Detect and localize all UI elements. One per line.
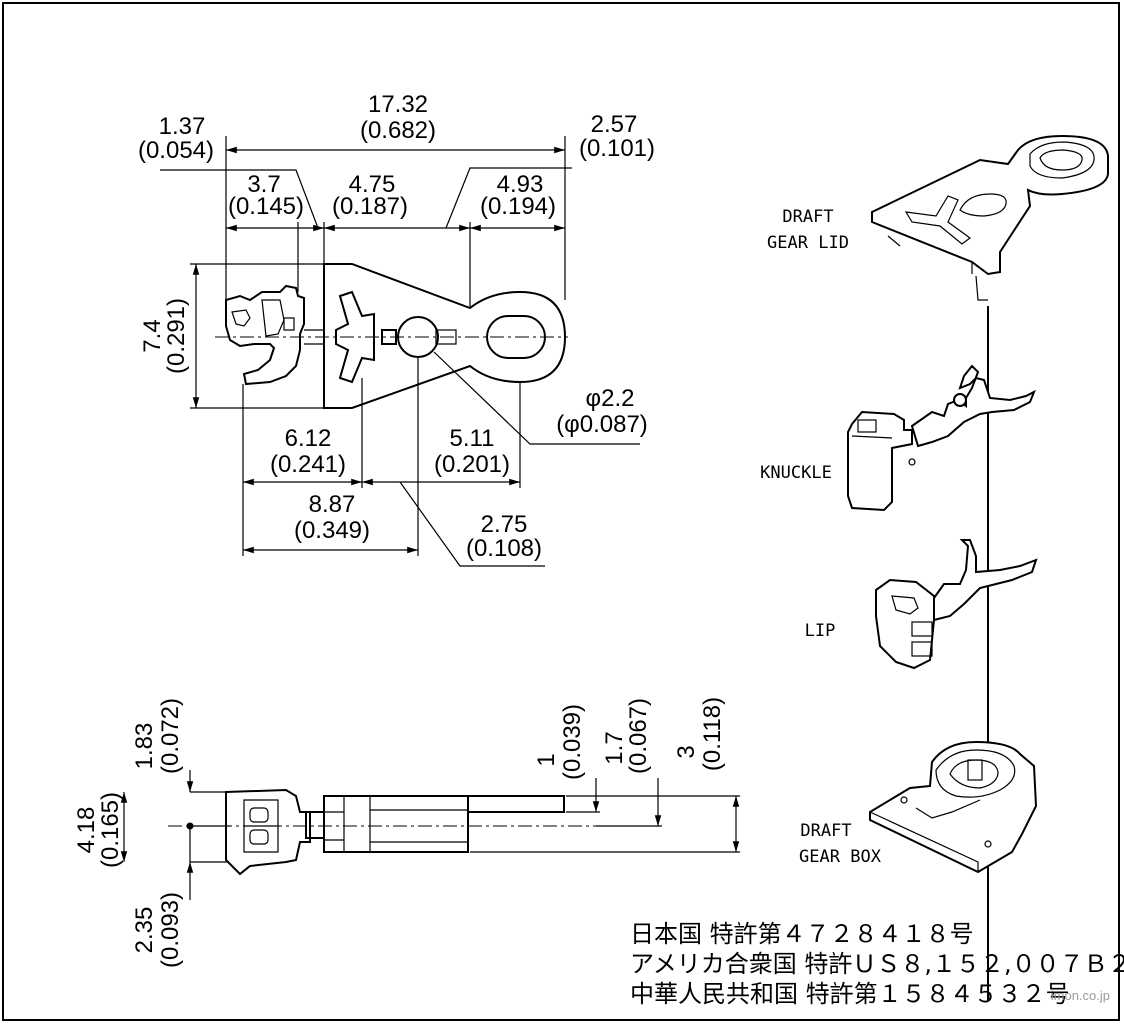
- dim-7-4-mm: 7.4: [139, 319, 166, 352]
- patent-japan: 日本国 特許第４７２８４１８号: [630, 920, 974, 948]
- side-view-drawing: [120, 770, 740, 900]
- dim-1-83-mm: 1.83: [131, 723, 158, 770]
- draft-gear-lid-drawing: [871, 134, 1109, 301]
- dim-4-93-mm: 4.93: [497, 171, 544, 198]
- dim-1-37-mm: 1.37: [159, 113, 206, 140]
- watermark: imon.co.jp: [1051, 988, 1110, 1003]
- knuckle-label: KNUCKLE: [760, 463, 832, 483]
- lip-drawing: [875, 539, 1038, 670]
- dim-1-7-in: (0.067): [625, 698, 652, 774]
- dim-8-87-in: (0.349): [294, 517, 370, 544]
- dim-17-32-in: (0.682): [360, 117, 436, 144]
- dim-3-7-in: (0.145): [228, 193, 304, 220]
- dim-2-75-mm: 2.75: [481, 511, 528, 538]
- dim-17-32-mm: 17.32: [368, 91, 428, 118]
- dim-3-in: (0.118): [699, 697, 726, 771]
- dim-1-37-in: (0.054): [138, 137, 214, 164]
- knuckle-drawing: [847, 364, 1036, 512]
- dim-5-11-in: (0.201): [434, 451, 510, 478]
- patent-china: 中華人民共和国 特許第１５８４５３２号: [630, 980, 1070, 1008]
- dim-8-87-mm: 8.87: [309, 491, 356, 518]
- dim-7-4-in: (0.291): [163, 298, 190, 374]
- draft-gear-box-drawing: [869, 740, 1038, 874]
- dim-1-7-mm: 1.7: [601, 731, 628, 764]
- dim-1-mm: 1: [533, 753, 560, 766]
- draft-gear-box-label-2: GEAR BOX: [799, 847, 882, 867]
- dim-1-in: (0.039): [559, 704, 586, 780]
- dim-4-75-mm: 4.75: [349, 171, 396, 198]
- dim-5-11-mm: 5.11: [450, 425, 495, 452]
- patent-notice: 日本国 特許第４７２８４１８号 アメリカ合衆国 特許ＵＳ８,１５２,００７Ｂ２ …: [630, 920, 1124, 1008]
- dim-phi-mm: φ2.2: [586, 385, 635, 412]
- dim-2-57-mm: 2.57: [591, 111, 638, 138]
- dim-2-57-in: (0.101): [579, 135, 655, 162]
- top-view-drawing: [160, 136, 640, 567]
- patent-usa: アメリカ合衆国 特許ＵＳ８,１５２,００７Ｂ２: [630, 950, 1124, 978]
- dim-3-7-mm: 3.7: [247, 171, 280, 198]
- dim-6-12-in: (0.241): [270, 451, 346, 478]
- dim-2-35-mm: 2.35: [131, 907, 158, 954]
- dim-4-18-in: (0.165): [97, 792, 124, 868]
- lip-label: LIP: [805, 621, 836, 641]
- dim-4-93-in: (0.194): [480, 193, 556, 220]
- draft-gear-lid-label-1: DRAFT: [782, 207, 833, 227]
- dim-2-75-in: (0.108): [466, 535, 542, 562]
- dim-3-mm: 3: [673, 745, 700, 758]
- draft-gear-lid-label-2: GEAR LID: [767, 233, 849, 253]
- dim-phi-in: (φ0.087): [556, 411, 648, 438]
- dim-4-75-in: (0.187): [332, 193, 408, 220]
- dim-6-12-mm: 6.12: [285, 425, 332, 452]
- top-view-dimensions: 1.37 (0.054) 17.32 (0.682) 2.57 (0.101) …: [138, 91, 655, 562]
- dim-4-18-mm: 4.18: [73, 807, 100, 854]
- draft-gear-box-label-1: DRAFT: [800, 821, 851, 841]
- side-view-dimensions: 1.83 (0.072) 4.18 (0.165) 2.35 (0.093) 1…: [73, 697, 726, 968]
- dim-1-83-in: (0.072): [157, 698, 184, 774]
- dim-2-35-in: (0.093): [157, 892, 184, 968]
- exploded-view: DRAFT GEAR LID KNUCKLE LIP: [760, 134, 1109, 1000]
